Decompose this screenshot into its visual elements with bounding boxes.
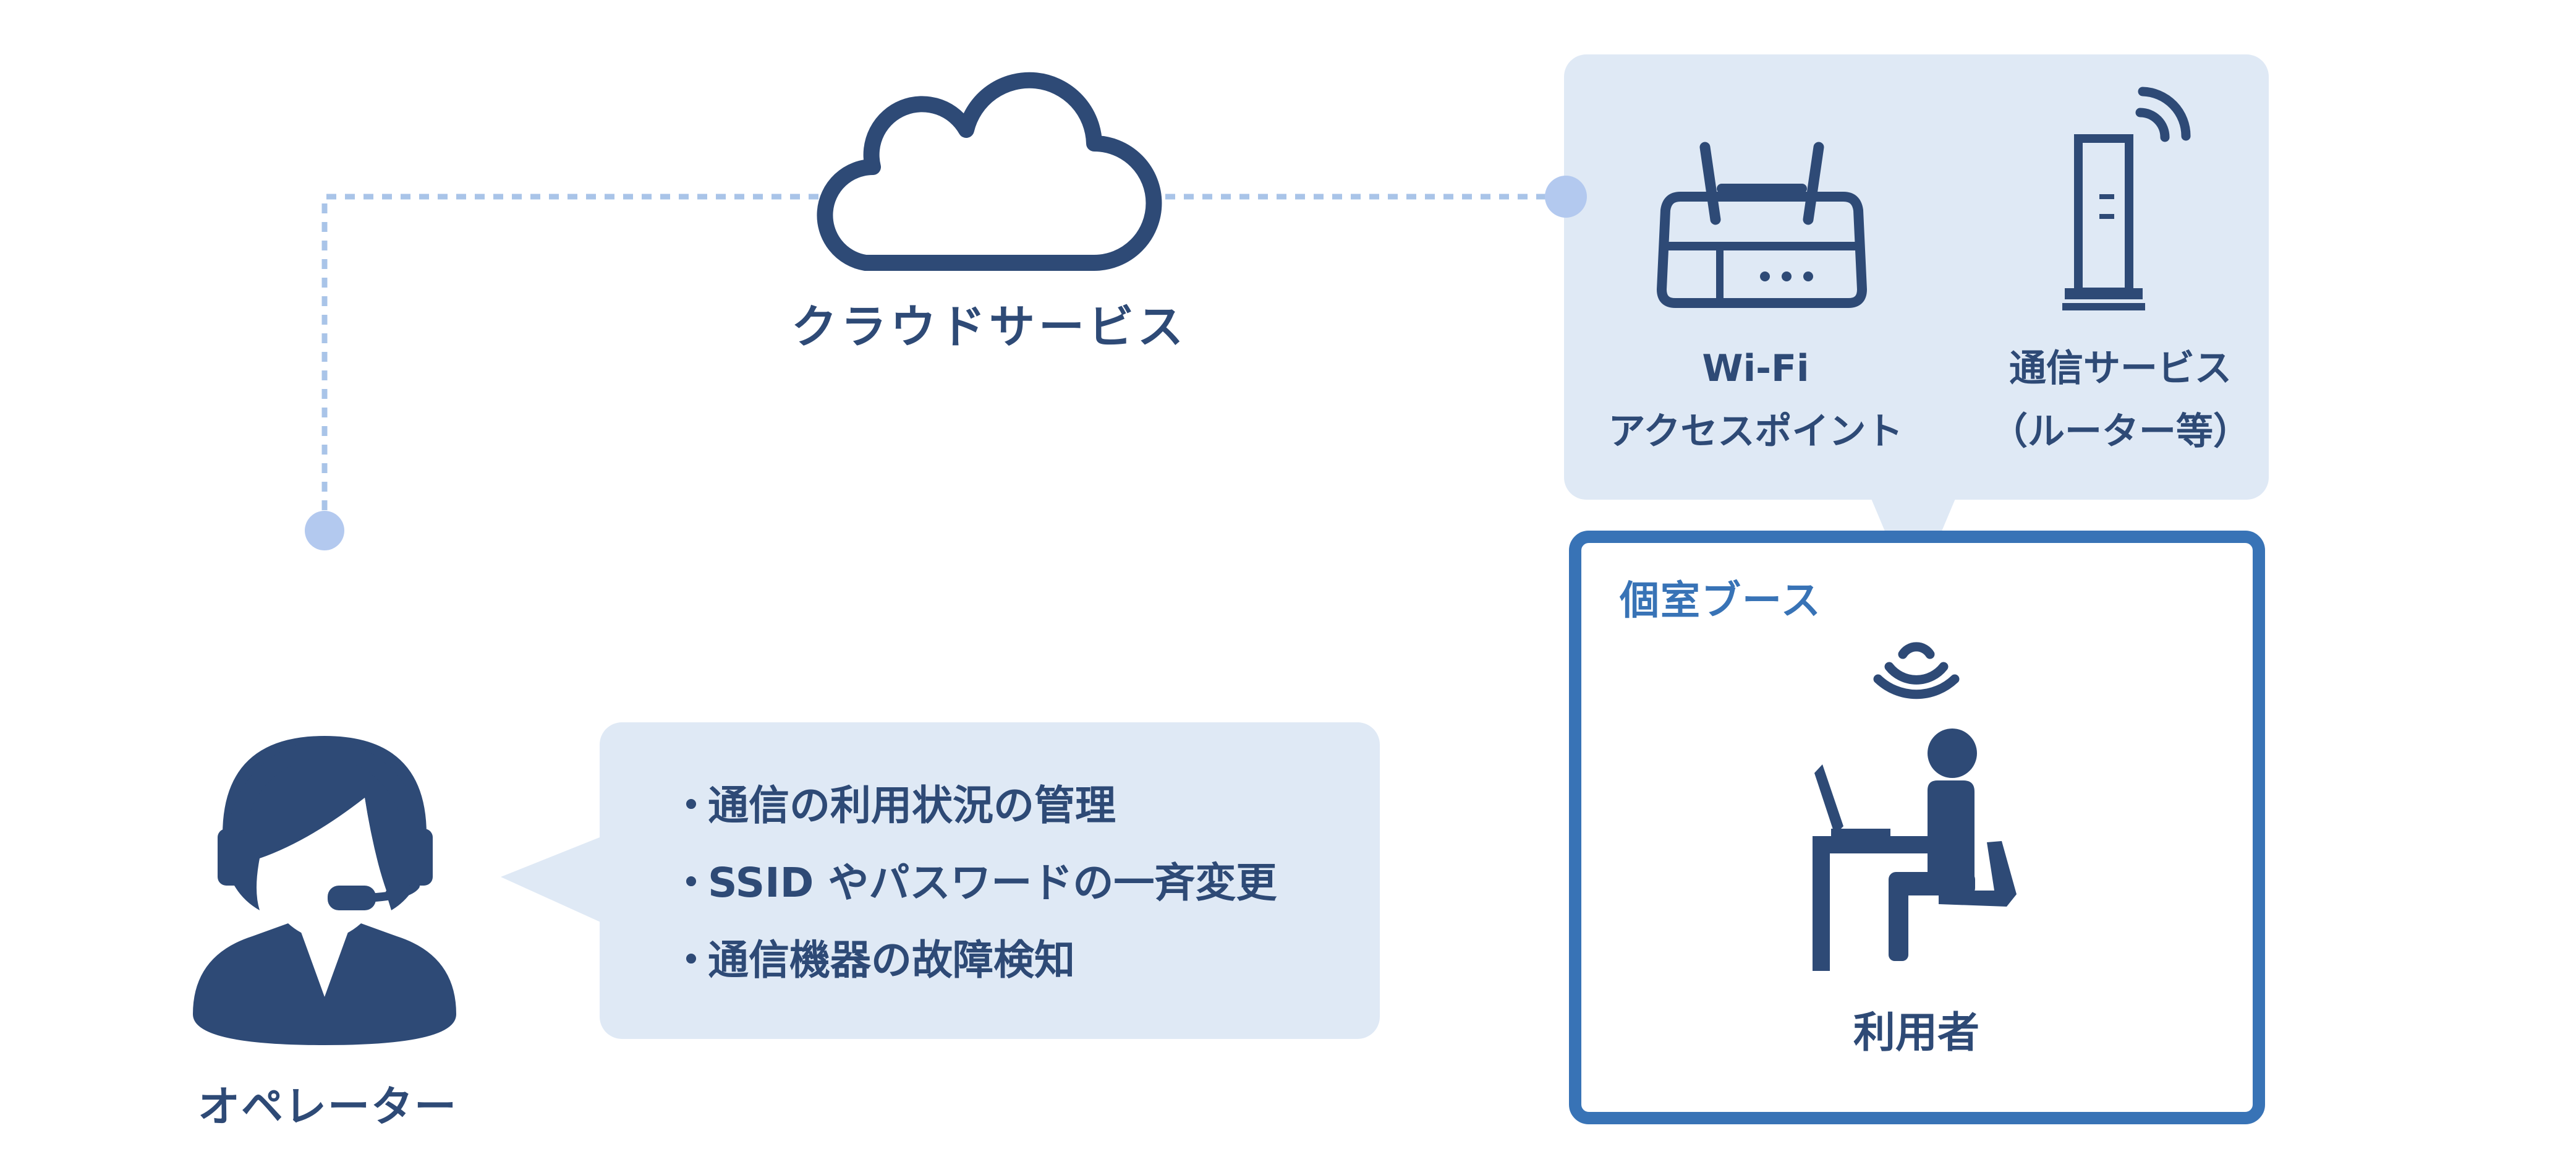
feature-list: ・通信の利用状況の管理 ・SSID やパスワードの一斉変更 ・通信機器の故障検知 <box>671 767 1277 999</box>
router-tower-icon <box>2062 87 2191 310</box>
operator-headset-icon <box>193 736 456 1045</box>
feature-text: 通信機器の故障検知 <box>708 936 1075 984</box>
feature-text: SSID やパスワードの一斉変更 <box>708 859 1277 907</box>
feature-item: ・SSID やパスワードの一斉変更 <box>671 844 1277 921</box>
router-label-line1: 通信サービス <box>2009 347 2232 390</box>
connector-line-operator-cloud <box>321 194 825 529</box>
feature-bullet: ・ <box>671 859 712 907</box>
booth-frame <box>1569 531 2265 1124</box>
operator-label: オペレーター <box>197 1083 457 1132</box>
wifi-label-line1: Wi-Fi <box>1702 347 1809 390</box>
router-service-label: 通信サービス （ルーター等） <box>1941 337 2300 463</box>
booth-title: 個室ブース <box>1620 578 1822 624</box>
feature-bubble <box>600 722 1380 1039</box>
user-label: 利用者 <box>1853 1009 1979 1058</box>
cloud-service-label: クラウドサービス <box>791 301 1187 354</box>
router-label-line2: （ルーター等） <box>1991 410 2250 453</box>
device-panel <box>1564 54 2269 500</box>
feature-bubble-tail <box>501 835 606 925</box>
feature-item: ・通信機器の故障検知 <box>671 921 1277 999</box>
connector-dot-operator <box>305 511 344 550</box>
feature-bullet: ・ <box>671 936 712 984</box>
cloud-icon <box>817 72 1162 271</box>
feature-text: 通信の利用状況の管理 <box>708 782 1116 829</box>
wifi-signal-icon <box>1873 642 1960 699</box>
feature-item: ・通信の利用状況の管理 <box>671 767 1277 844</box>
feature-bullet: ・ <box>671 782 712 829</box>
connector-dot-devices <box>1545 176 1587 218</box>
wifi-access-point-label: Wi-Fi アクセスポイント <box>1583 337 1929 463</box>
wifi-router-icon <box>1656 142 1868 308</box>
wifi-label-line2: アクセスポイント <box>1608 410 1903 453</box>
seated-user-laptop-icon <box>1813 728 2017 971</box>
